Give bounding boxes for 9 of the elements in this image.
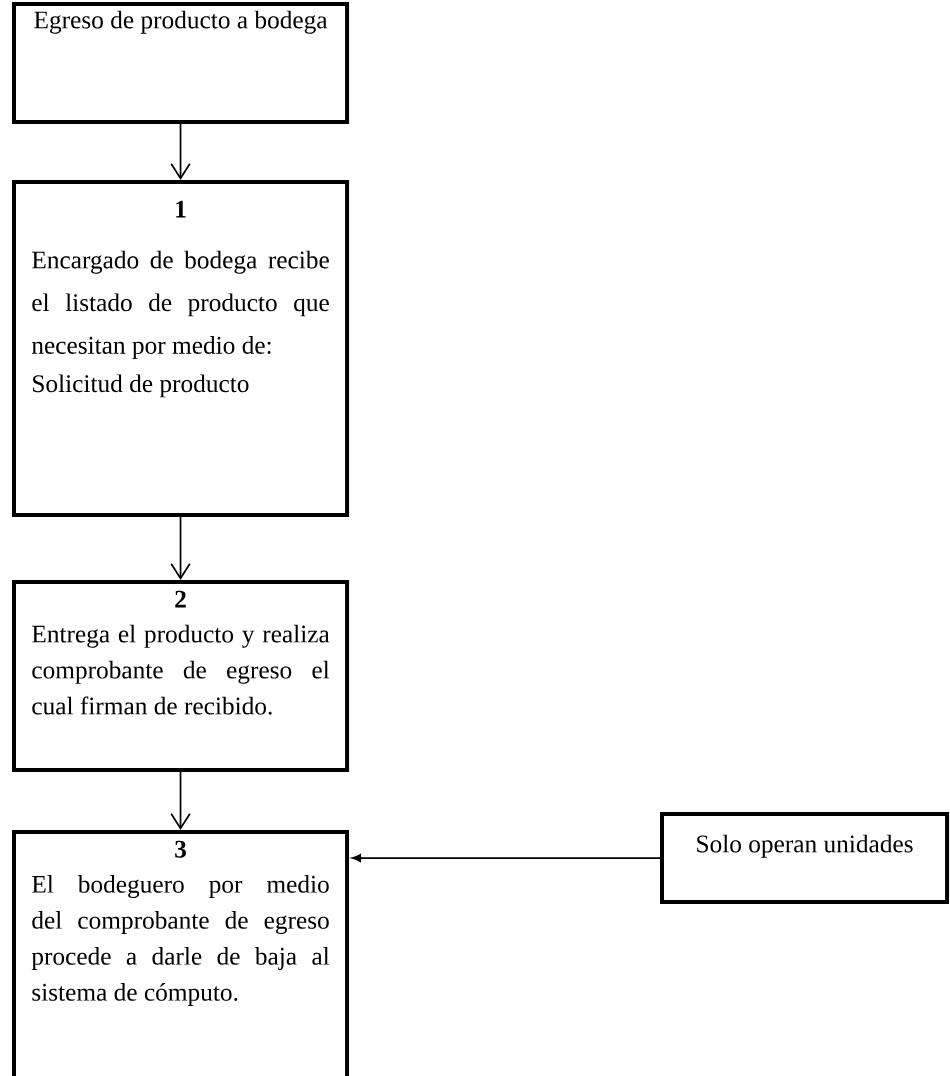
- process-box: 3 El bodeguero por medio del comprobante de egreso procede a darle de baja al sistema de cómputo.: [12, 830, 350, 1076]
- arrow: [351, 854, 661, 862]
- arrow: [170, 516, 191, 580]
- process-box: Solo operan unidades: [660, 812, 950, 904]
- process-box: Egreso de producto a bodega: [12, 2, 350, 124]
- process-box: 1 Encargado de bodega recibe el listado de producto que necesitan por medio de: Solicitud de producto: [12, 180, 350, 518]
- arrow: [170, 771, 191, 830]
- arrow: [170, 123, 191, 180]
- process-box: 2 Entrega el producto y realiza comprobante de egreso el cual firman de recibido.: [12, 580, 350, 772]
